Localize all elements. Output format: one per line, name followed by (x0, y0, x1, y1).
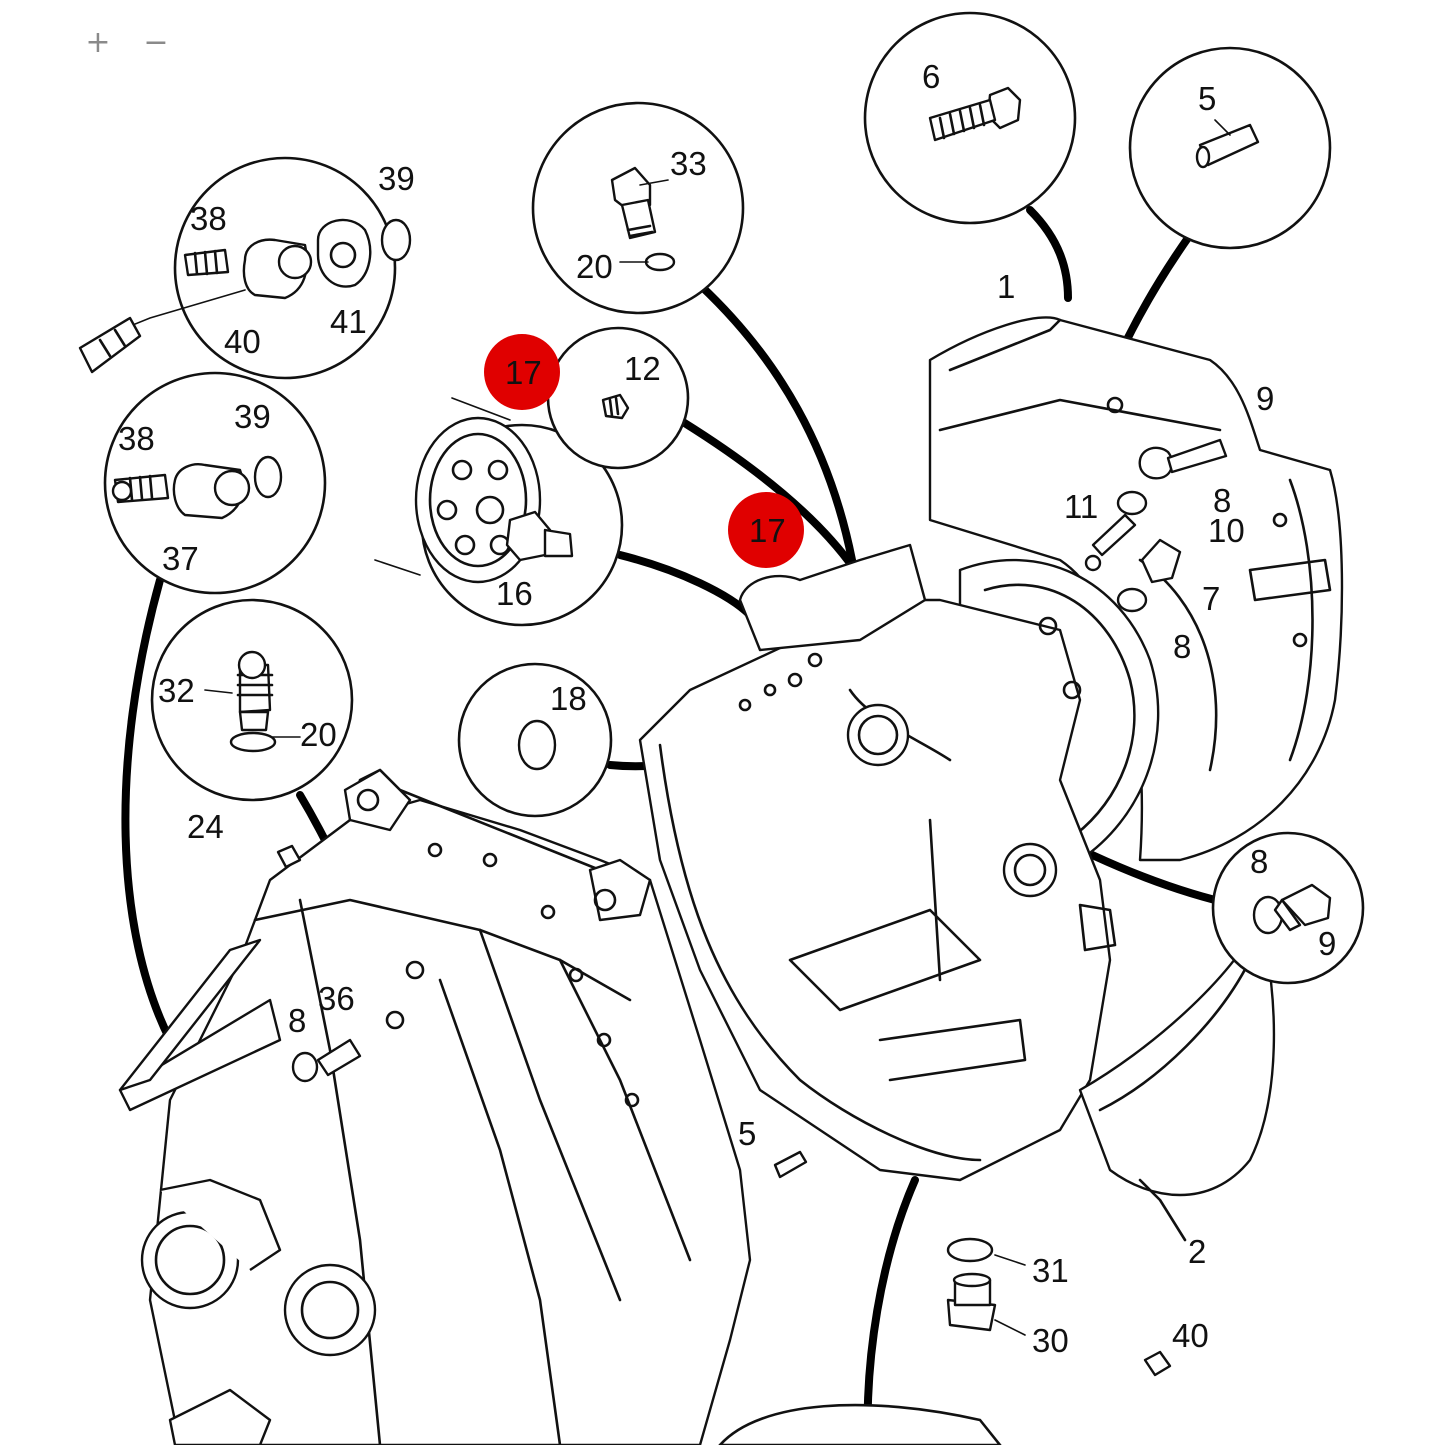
zoom-controls: + − (80, 22, 174, 62)
gearbox-housing (118, 768, 752, 1445)
label-part-39-a: 39 (378, 160, 415, 197)
label-part-32: 32 (158, 672, 195, 709)
loose-parts (276, 438, 1228, 1377)
callout-38-40-41-39[interactable] (78, 156, 412, 380)
label-part-8-d: 8 (288, 1002, 306, 1039)
highlight-17-mid (728, 492, 804, 568)
callout-33-20[interactable] (531, 101, 745, 315)
callout-8-9[interactable] (1211, 831, 1365, 985)
label-part-17-mid: 17 (749, 512, 786, 549)
label-part-9-b: 9 (1318, 925, 1336, 962)
callout-38-39-37[interactable] (103, 371, 327, 595)
label-part-16: 16 (496, 575, 533, 612)
label-part-17-top: 17 (505, 354, 542, 391)
label-part-31: 31 (1032, 1252, 1069, 1289)
label-part-5-bottom: 5 (738, 1115, 756, 1152)
label-part-2: 2 (1188, 1233, 1206, 1270)
label-part-11: 11 (1064, 488, 1098, 525)
label-part-36: 36 (318, 980, 355, 1017)
label-part-40-a: 40 (224, 323, 261, 360)
label-part-1: 1 (997, 268, 1015, 305)
zoom-out-button[interactable]: − (143, 24, 169, 60)
cover-2 (1078, 918, 1276, 1242)
label-part-37: 37 (162, 540, 199, 577)
label-part-8-c: 8 (1250, 843, 1268, 880)
leader-12 (679, 418, 859, 574)
callout-18[interactable] (457, 662, 613, 818)
callout-12[interactable] (546, 326, 690, 470)
callout-16-17[interactable] (374, 397, 624, 627)
callout-5-pin[interactable] (1128, 46, 1332, 250)
label-part-12: 12 (624, 350, 661, 387)
label-part-39-b: 39 (234, 398, 271, 435)
zoom-in-button[interactable]: + (85, 24, 111, 60)
label-part-24: 24 (187, 808, 224, 845)
label-part-41: 41 (330, 303, 367, 340)
callout-bottom-partial[interactable] (718, 1403, 1002, 1445)
label-part-18: 18 (550, 680, 587, 717)
leader-37-38 (121, 576, 174, 1044)
label-part-20-a: 20 (576, 248, 613, 285)
label-part-8-a: 8 (1213, 482, 1231, 519)
highlight-17-top (484, 334, 560, 410)
callout-6[interactable] (863, 11, 1077, 225)
label-part-7: 7 (1202, 580, 1220, 617)
label-part-33: 33 (670, 145, 707, 182)
leader-6 (1026, 206, 1072, 302)
label-part-10: 10 (1208, 512, 1245, 549)
part-labels: 1 2 5 5 6 7 8 8 8 8 9 9 10 11 12 16 17 1… (118, 58, 1336, 1359)
callout-32-20[interactable] (150, 598, 354, 802)
leader-33 (696, 281, 856, 564)
leader-16 (616, 551, 754, 619)
label-part-38-a: 38 (190, 200, 227, 237)
highlight-markers (484, 334, 804, 568)
label-part-9-a: 9 (1256, 380, 1274, 417)
label-part-20-b: 20 (300, 716, 337, 753)
label-part-5-top: 5 (1198, 80, 1216, 117)
label-part-6: 6 (922, 58, 940, 95)
adapter-plate (638, 543, 1117, 1182)
label-part-40-b: 40 (1172, 1317, 1209, 1354)
label-part-38-b: 38 (118, 420, 155, 457)
label-part-8-b: 8 (1173, 628, 1191, 665)
label-part-30: 30 (1032, 1322, 1069, 1359)
